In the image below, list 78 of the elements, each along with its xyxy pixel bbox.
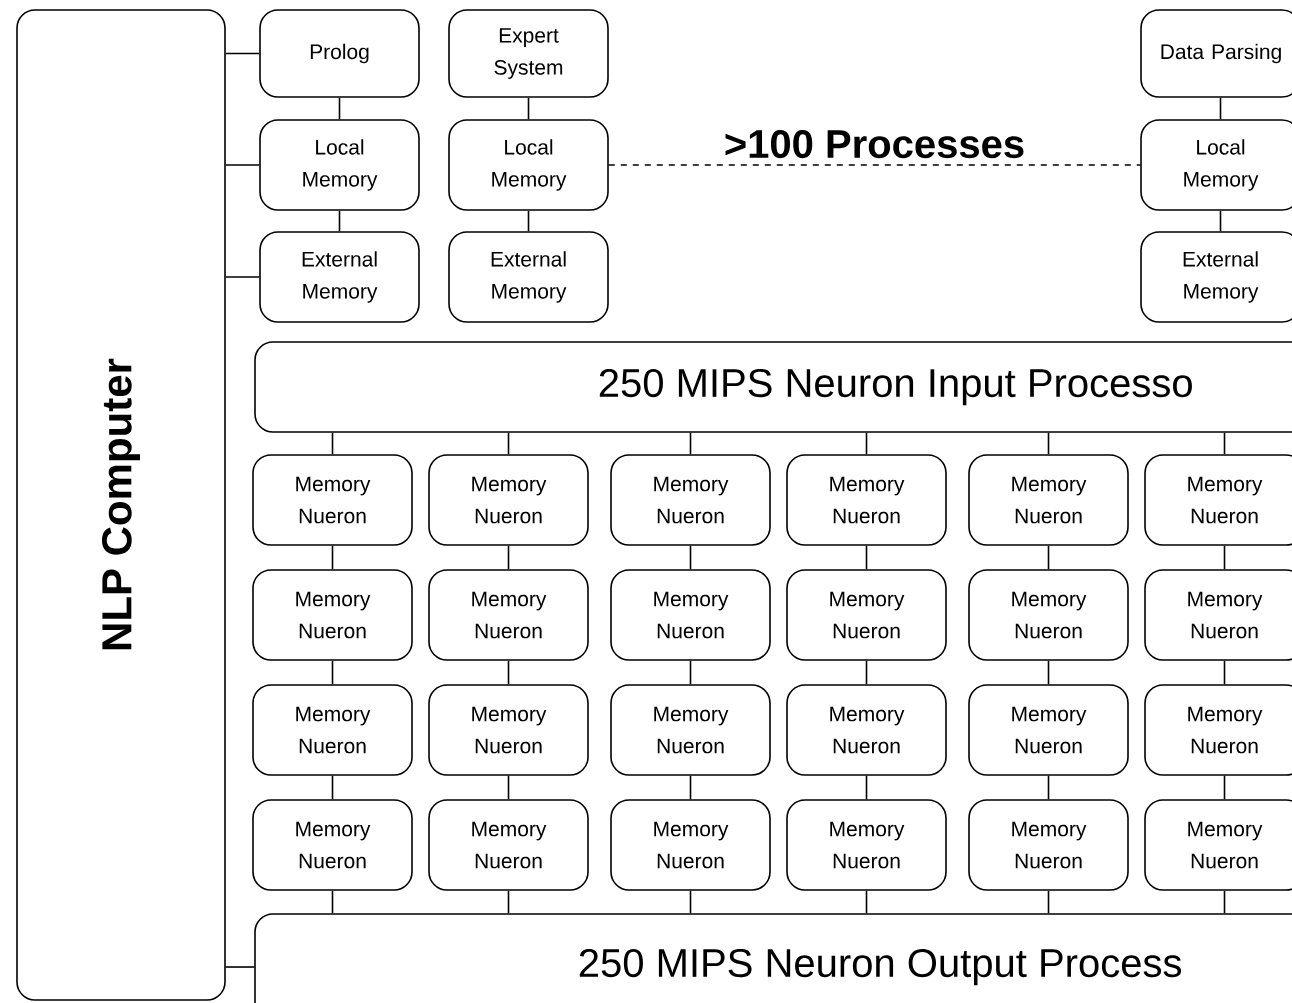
connector-line — [1223, 890, 1226, 914]
connector-line — [1047, 775, 1050, 800]
connector-line — [865, 660, 868, 685]
connector-line — [225, 52, 260, 55]
connector-line — [507, 775, 510, 800]
process-box: Memory Nueron — [1144, 799, 1292, 891]
connector-line — [338, 210, 341, 232]
connector-line — [865, 890, 868, 914]
connector-line — [865, 775, 868, 800]
connector-line — [689, 432, 692, 455]
process-box: Memory Nueron — [786, 454, 947, 546]
connector-line — [1223, 545, 1226, 570]
process-box: Memory Nueron — [786, 569, 947, 661]
connector-line — [331, 545, 334, 570]
connector-line — [225, 966, 255, 968]
connector-line — [507, 890, 510, 914]
connector-line — [865, 432, 868, 455]
connector-line — [1047, 890, 1050, 914]
connector-line — [1219, 97, 1222, 120]
process-box: Expert System — [448, 9, 609, 98]
connector-line — [1219, 210, 1222, 232]
process-box: Memory Nueron — [1144, 454, 1292, 546]
connector-line — [608, 164, 1141, 166]
connector-line — [225, 276, 260, 278]
connector-line — [527, 210, 530, 232]
connector-line — [331, 432, 334, 455]
connector-line — [689, 775, 692, 800]
process-box: Memory Nueron — [1144, 684, 1292, 776]
process-box: Memory Nueron — [252, 569, 413, 661]
connector-line — [331, 775, 334, 800]
process-box: Memory Nueron — [786, 799, 947, 891]
connector-line — [1223, 432, 1226, 455]
process-box: Memory Nueron — [252, 799, 413, 891]
connector-line — [331, 890, 334, 914]
process-box: External Memory — [448, 231, 609, 323]
connector-line — [689, 545, 692, 570]
connector-line — [689, 890, 692, 914]
connector-line — [507, 660, 510, 685]
process-box: Memory Nueron — [1144, 569, 1292, 661]
process-box: External Memory — [1140, 231, 1292, 323]
process-box: Memory Nueron — [968, 454, 1129, 546]
connector-line — [1223, 660, 1226, 685]
connector-line — [1047, 660, 1050, 685]
process-box: Memory Nueron — [610, 684, 771, 776]
connector-line — [331, 660, 334, 685]
processor-box: 250 MIPS Neuron Input Processo — [254, 341, 1292, 433]
connector-line — [1223, 775, 1226, 800]
process-box: Memory Nueron — [428, 684, 589, 776]
process-box: Memory Nueron — [610, 799, 771, 891]
process-box: Memory Nueron — [610, 454, 771, 546]
process-box: External Memory — [259, 231, 420, 323]
connector-line — [507, 545, 510, 570]
process-box: Data Parsing — [1140, 9, 1292, 98]
process-box: Local Memory — [448, 119, 609, 211]
process-box: Memory Nueron — [968, 684, 1129, 776]
connector-line — [527, 97, 530, 120]
process-box: Memory Nueron — [428, 569, 589, 661]
connector-line — [507, 432, 510, 455]
process-box: Memory Nueron — [968, 569, 1129, 661]
edge-label: >100 Processes — [721, 127, 1028, 161]
process-box: Memory Nueron — [786, 684, 947, 776]
process-box: Memory Nueron — [428, 799, 589, 891]
process-box: Memory Nueron — [428, 454, 589, 546]
processor-box: 250 MIPS Neuron Output Process — [254, 913, 1292, 1003]
computer-box: NLP Computer — [16, 9, 226, 1001]
process-box: Memory Nueron — [252, 684, 413, 776]
connector-line — [1047, 432, 1050, 455]
connector-line — [689, 660, 692, 685]
connector-line — [1047, 545, 1050, 570]
process-box: Memory Nueron — [968, 799, 1129, 891]
process-box: Local Memory — [1140, 119, 1292, 211]
connector-line — [865, 545, 868, 570]
process-box: Prolog — [259, 9, 420, 98]
connector-line — [338, 97, 341, 120]
connector-line — [225, 164, 260, 166]
process-box: Local Memory — [259, 119, 420, 211]
process-box: Memory Nueron — [252, 454, 413, 546]
process-box: Memory Nueron — [610, 569, 771, 661]
